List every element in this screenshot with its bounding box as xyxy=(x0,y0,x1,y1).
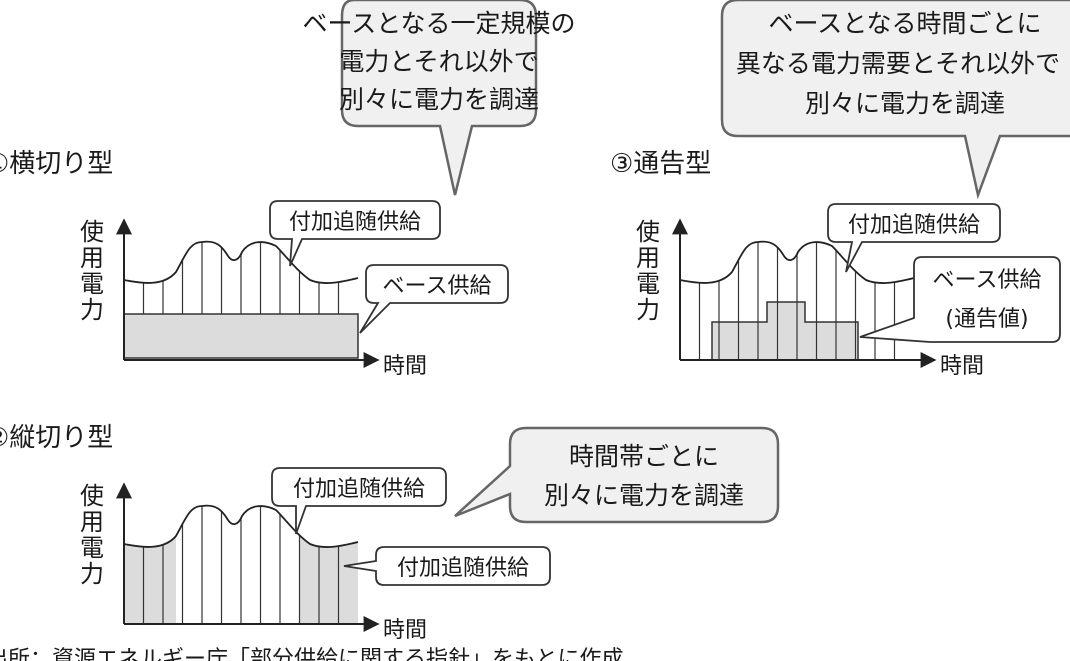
callout-top-left-line3: 別々に電力を調達 xyxy=(339,85,539,114)
y-axis-label: 使 用 電 力 xyxy=(636,218,660,324)
callout-top-left: ベースとなる一定規模の 電力とそれ以外で 別々に電力を調達 xyxy=(302,0,576,196)
callout-top-right: ベースとなる時間ごとに 異なる電力需要とそれ以外で 別々に電力を調達 xyxy=(720,0,1070,200)
chart-tatekiri-stripes xyxy=(142,505,340,624)
svg-text:ベース供給: ベース供給 xyxy=(383,274,492,299)
chart-tatekiri: 使 用 電 力 時間 付加追随供給 付加追随供給 xyxy=(80,467,551,643)
section-title-yokogiri: ①横切り型 xyxy=(0,149,113,179)
svg-text:使: 使 xyxy=(636,218,660,246)
svg-text:電: 電 xyxy=(80,270,104,298)
addon-supply-label-top xyxy=(271,467,447,535)
svg-text:用: 用 xyxy=(80,508,104,536)
svg-text:付加追随供給: 付加追随供給 xyxy=(397,556,529,581)
section-title-tatekiri: ②縦切り型 xyxy=(0,423,113,453)
svg-text:付加追随供給: 付加追随供給 xyxy=(848,213,980,238)
demand-curve xyxy=(123,240,359,284)
addon-supply-label xyxy=(269,200,441,267)
svg-text:電: 電 xyxy=(636,270,660,298)
chart-yokogiri: 使 用 電 力 時間 付加追随供給 ベース供給 xyxy=(80,200,509,379)
callout-middle-line2: 別々に電力を調達 xyxy=(544,481,744,510)
x-axis-label: 時間 xyxy=(383,354,427,379)
svg-text:付加追随供給: 付加追随供給 xyxy=(293,477,425,502)
shaded-period xyxy=(124,535,176,624)
demand-curve xyxy=(123,504,359,548)
section-title-tsukoku: ③通告型 xyxy=(610,149,711,179)
svg-text:用: 用 xyxy=(636,244,660,272)
callout-top-right-line2: 異なる電力需要とそれ以外で xyxy=(736,49,1060,78)
base-supply-label xyxy=(359,264,509,334)
svg-text:力: 力 xyxy=(80,560,104,588)
addon-supply-label xyxy=(827,203,1001,273)
y-axis-label: 使 用 電 力 xyxy=(80,218,104,324)
callout-top-right-line3: 別々に電力を調達 xyxy=(805,89,1005,118)
base-supply-notice-label xyxy=(859,256,1061,343)
base-supply-notice-area xyxy=(711,301,859,361)
callout-middle-line1: 時間帯ごとに xyxy=(569,442,719,471)
footer-source: 出所：資源エネルギー庁「部分供給に関する指針」をもとに作成 xyxy=(0,647,624,661)
shaded-period xyxy=(300,535,358,624)
callout-top-left-line2: 電力とそれ以外で xyxy=(339,47,538,76)
chart-tsukoku-stripes xyxy=(698,241,896,360)
svg-text:(通告値): (通告値) xyxy=(945,307,1028,332)
svg-text:力: 力 xyxy=(80,296,104,324)
svg-text:ベース供給: ベース供給 xyxy=(933,268,1042,293)
callout-middle: 時間帯ごとに 別々に電力を調達 xyxy=(454,426,780,524)
base-supply-area xyxy=(123,313,359,359)
svg-text:付加追随供給: 付加追随供給 xyxy=(289,210,421,235)
y-axis-label: 使 用 電 力 xyxy=(80,482,104,588)
svg-text:用: 用 xyxy=(80,244,104,272)
x-axis-label: 時間 xyxy=(940,354,984,379)
demand-curve xyxy=(679,240,915,284)
svg-text:使: 使 xyxy=(80,218,104,246)
svg-text:電: 電 xyxy=(80,534,104,562)
callout-top-right-line1: ベースとなる時間ごとに xyxy=(768,9,1041,38)
chart-tsukoku: 使 用 電 力 時間 付加追随供給 ベース供給 (通告値) xyxy=(636,203,1061,379)
svg-text:力: 力 xyxy=(636,296,660,324)
x-axis-label: 時間 xyxy=(383,618,427,643)
chart-yokogiri-stripes xyxy=(142,241,340,314)
svg-text:使: 使 xyxy=(80,482,104,510)
callout-top-left-line1: ベースとなる一定規模の xyxy=(302,9,575,38)
addon-supply-label-bottom xyxy=(343,546,551,586)
